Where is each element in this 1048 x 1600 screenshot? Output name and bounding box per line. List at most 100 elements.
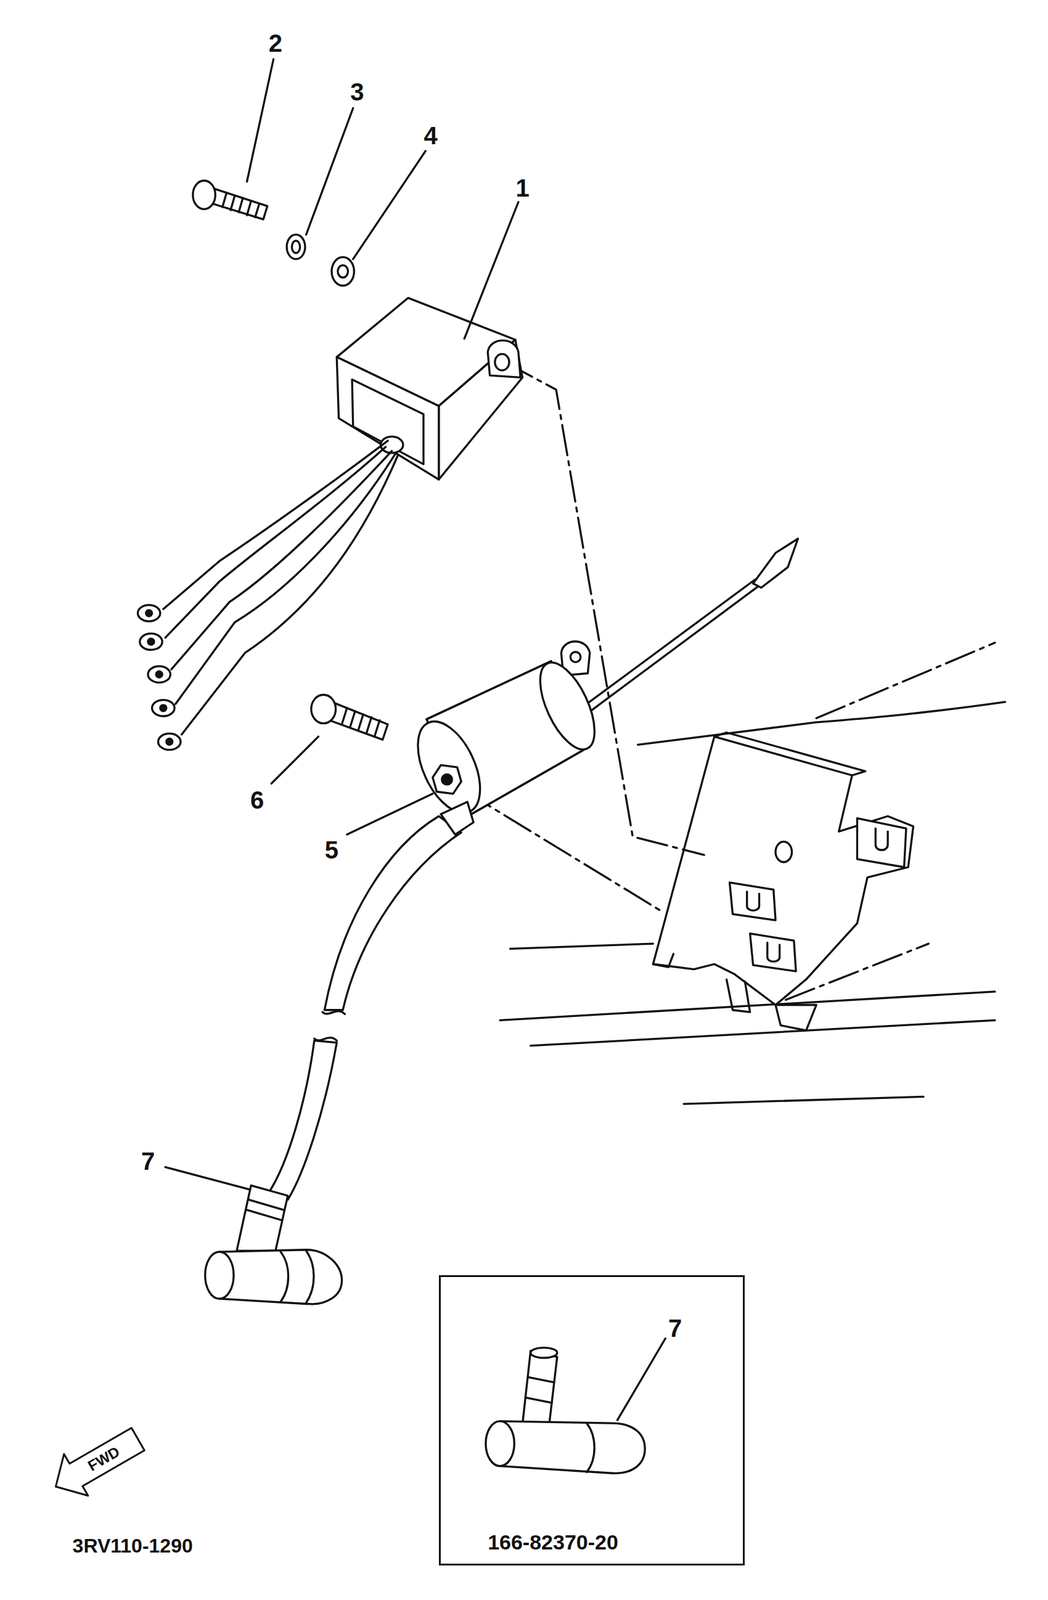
cdi-front-face: [336, 356, 439, 480]
lock-washer-hole: [291, 241, 300, 254]
inset-box: 7 166-82370-20: [438, 1275, 745, 1566]
bolt-head: [192, 180, 216, 209]
plug-cap-end: [205, 1252, 234, 1299]
engine-line: [510, 943, 654, 949]
forward-arrow: FWD: [41, 1415, 154, 1511]
coil-face: [405, 712, 493, 823]
callout-number: 3: [350, 79, 364, 105]
arrow-shape: [43, 1418, 150, 1508]
terminal-hole: [147, 638, 155, 645]
engine-line: [530, 1020, 995, 1046]
plug-cap-ring: [526, 1377, 555, 1404]
wire-terminal: [139, 633, 163, 650]
primary-wire: [586, 579, 760, 711]
callout-number: 5: [324, 837, 339, 863]
wire-terminal: [158, 733, 181, 750]
bolt-thread: [222, 192, 260, 218]
leader-line: [464, 202, 519, 340]
lock-washer: [286, 234, 306, 260]
leader-lines: [165, 59, 666, 1421]
terminal-hole: [146, 610, 153, 617]
bolt-thread: [342, 708, 380, 737]
mounting-axis-line: [504, 362, 705, 856]
plug-cap: [205, 1185, 343, 1304]
part-number: 166-82370-20: [487, 1531, 619, 1553]
plug-cap-sleeve: [522, 1351, 558, 1427]
drawing-code: 3RV110-1290: [72, 1536, 193, 1556]
wire: [163, 440, 388, 610]
bolt: [192, 180, 268, 220]
wire-terminal: [753, 538, 799, 588]
cdi-mount-tab: [487, 340, 521, 378]
high-tension-lead: [269, 802, 474, 1201]
lead-upper: [324, 816, 462, 1011]
leader-line: [306, 107, 354, 235]
bracket-slot: [767, 942, 780, 962]
coil-nut: [432, 765, 462, 794]
mounting-axis-line: [464, 790, 661, 912]
bolt-head: [311, 694, 336, 724]
mounting-bracket: [652, 732, 913, 1013]
leader-line: [165, 1167, 250, 1190]
bracket-tab: [750, 933, 796, 972]
engine-line: [816, 642, 995, 719]
bracket-plate: [652, 736, 913, 1005]
wire-terminal: [147, 666, 171, 683]
wire: [181, 454, 399, 735]
lead-clamp: [440, 802, 474, 835]
engine-detail: [775, 1004, 817, 1031]
callout-number: 4: [423, 123, 438, 148]
leader-line: [617, 1338, 666, 1421]
plug-cap: [485, 1348, 645, 1474]
wire: [175, 453, 397, 705]
bracket-tab: [856, 818, 906, 868]
terminal-hole: [155, 671, 163, 678]
bracket-slot: [875, 828, 888, 851]
plug-cap-body: [499, 1421, 645, 1474]
engine-outline: [499, 642, 1005, 1105]
plug-cap-top: [530, 1348, 558, 1359]
bracket-edge: [652, 954, 674, 968]
illustration-group: [137, 59, 1005, 1474]
lead-lower: [269, 1040, 337, 1200]
cdi-recess: [352, 379, 424, 465]
leader-line: [347, 794, 433, 835]
plug-cap-ridge: [586, 1423, 595, 1473]
bracket-foot: [726, 979, 751, 1013]
bracket-tab: [729, 882, 776, 921]
bracket-edge: [714, 732, 866, 777]
callout-number: 1: [515, 175, 529, 201]
plug-cap-body: [219, 1250, 343, 1305]
cdi-unit: [336, 297, 523, 480]
cdi-side-face: [438, 339, 523, 480]
wire-terminal: [137, 605, 160, 622]
plug-cap-end: [485, 1421, 515, 1467]
ignition-coil: [405, 538, 798, 823]
engine-line: [638, 702, 1006, 746]
washer-hole: [337, 265, 349, 278]
wire-terminal: [152, 700, 175, 717]
coil-end: [528, 654, 606, 758]
leader-line: [247, 59, 274, 182]
plug-cap-ridge: [280, 1250, 314, 1303]
lead-break: [322, 1011, 345, 1015]
bracket-slot: [747, 892, 760, 912]
plug-cap-sleeve: [236, 1185, 288, 1251]
callout-number: 6: [250, 787, 264, 813]
wire: [171, 451, 393, 670]
engine-line: [683, 1096, 924, 1105]
plug-cap-ring: [247, 1200, 285, 1221]
bolt: [311, 694, 388, 740]
terminal-hole: [166, 738, 173, 745]
coil-mount-hole: [570, 652, 581, 663]
callout-number: 7: [141, 1149, 155, 1174]
bracket-hole: [775, 842, 792, 863]
cdi-mount-hole: [495, 353, 510, 370]
coil-nut-hole: [442, 774, 453, 785]
callout-number: 2: [268, 30, 283, 56]
cdi-wires: [137, 440, 398, 751]
callout-number: 7: [668, 1316, 682, 1341]
